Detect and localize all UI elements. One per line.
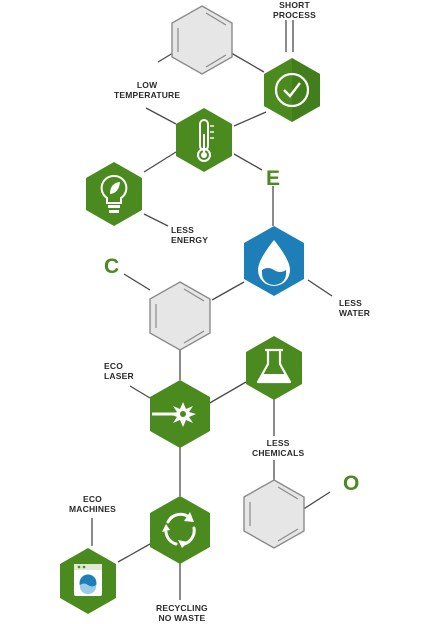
short-process-label: SHORT PROCESS [273,0,316,20]
bond-line [211,281,245,301]
bond-line [129,385,151,399]
bond-line [143,151,177,173]
bond-line [117,543,151,563]
bond-line [145,107,177,125]
less-water-hexagon [244,226,304,296]
bond-line [143,213,169,227]
label-line: ECO [104,361,124,371]
label-line: LESS [171,225,195,235]
label-line: TEMPERATURE [114,90,181,100]
less-chemicals-label: LESS CHEMICALS [252,438,304,458]
bond-line [123,273,151,291]
letter-e: E [266,167,281,190]
benzene-ring [171,5,233,75]
letter-o: O [343,472,360,495]
flask-icon [256,348,292,384]
label-line: MACHINES [69,504,116,514]
label-line: LASER [104,371,134,381]
eco-machines-label: ECO MACHINES [69,494,116,514]
bond-lines [91,20,333,600]
recycle-icon [162,512,196,548]
bond-line [233,111,267,127]
label-line: PROCESS [273,10,316,20]
less-chemicals-hexagon [246,336,302,400]
label-line: SHORT [279,0,310,10]
label-line: NO WASTE [158,613,206,623]
benzene-ring [149,281,211,351]
label-line: LESS [266,438,290,448]
water-drop-icon [258,240,290,286]
bond-line [307,279,333,297]
recycling-hexagon [150,496,210,564]
eco-laser-hexagon [150,380,210,448]
label-line: RECYCLING [156,603,208,613]
lightbulb-leaf-icon [100,174,128,213]
bond-line [207,381,247,405]
benzene-ring [243,479,305,549]
less-energy-label: LESS ENERGY [171,225,208,245]
low-temperature-hexagon [176,108,232,172]
thermometer-icon [197,119,214,162]
label-line: WATER [339,308,371,318]
less-water-label: LESS WATER [339,298,370,318]
eco-machines-hexagon [60,548,116,614]
letter-c: C [104,255,120,278]
clock-icon [274,72,310,108]
bond-line [301,491,331,511]
less-energy-hexagon [86,162,142,226]
label-line: ECO [82,494,102,504]
recycling-label: RECYCLING NO WASTE [156,603,208,623]
short-process-hexagon [264,58,320,122]
label-line: ENERGY [171,235,209,245]
label-line: LESS [339,298,363,308]
laser-burst-icon [152,402,196,427]
bond-line [233,153,263,171]
label-line: LOW [136,80,158,90]
label-line: CHEMICALS [252,448,305,458]
washing-machine-icon [74,564,102,596]
eco-laser-label: ECO LASER [104,361,134,381]
low-temperature-label: LOW TEMPERATURE [114,80,180,100]
